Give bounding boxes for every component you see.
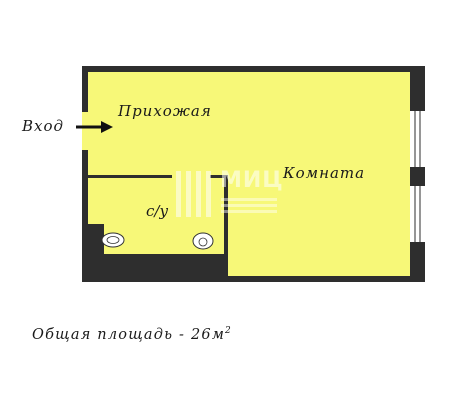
sink-fixture xyxy=(101,232,125,248)
bathroom-shaft-block xyxy=(102,254,224,276)
hallway-label: Прихожая xyxy=(118,102,212,120)
bathroom-right-wall xyxy=(224,175,228,276)
total-area-superscript: 2 xyxy=(225,326,232,336)
bathroom-top-wall xyxy=(88,175,172,178)
entrance-label: Вход xyxy=(22,117,65,135)
total-area-label: Общая площадь - 26м2 xyxy=(32,326,232,343)
room-label: Комната xyxy=(283,164,366,182)
entrance-door-gap xyxy=(82,112,89,150)
bathroom-top-wall xyxy=(210,175,224,178)
watermark-logo xyxy=(176,171,211,217)
toilet-fixture xyxy=(192,232,214,250)
watermark-text: МИЦ xyxy=(220,168,284,193)
window-upper xyxy=(410,111,425,167)
bathroom-label: с/у xyxy=(146,202,169,220)
window-lower xyxy=(410,186,425,242)
entrance-arrow-icon xyxy=(76,121,113,133)
total-area-text: Общая площадь - 26м xyxy=(32,327,226,343)
bathroom-corner-block xyxy=(88,224,104,276)
watermark-lines xyxy=(221,198,277,216)
